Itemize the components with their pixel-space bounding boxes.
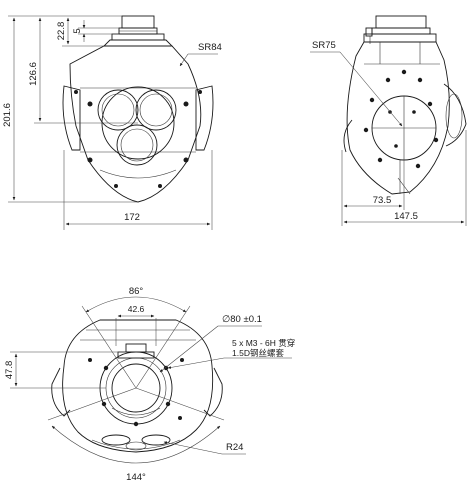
front-sphere-radius-label: SR84 <box>198 42 222 53</box>
front-small-dim-label: 5 <box>72 28 83 33</box>
bottom-lens-ports <box>101 434 171 451</box>
bottom-body-outline <box>51 319 223 453</box>
bottom-mount-ring <box>99 343 173 425</box>
side-sr75-callout: SR75 <box>310 40 403 127</box>
bottom-diameter-label: ∅80 ±0.1 <box>222 314 262 325</box>
side-lens-circle <box>371 95 437 161</box>
bottom-offset-label: 47.8 <box>4 361 15 380</box>
bottom-radius-label: R24 <box>226 442 243 453</box>
side-horizontal-dimensions: 73.5 147.5 <box>341 130 467 226</box>
bottom-top-angle-label: 86° <box>129 286 144 297</box>
front-width-dimension: 172 <box>63 150 213 230</box>
front-vertical-dimensions: 201.6 126.6 22.8 5 <box>2 15 138 203</box>
front-lens-cluster <box>97 86 177 166</box>
front-center-height-label: 126.6 <box>28 62 39 86</box>
bottom-bolt-holes <box>88 358 184 427</box>
front-view: SR84 201.6 126.6 22.8 5 172 <box>2 15 222 230</box>
bottom-hole-spacing-label: 42.6 <box>128 304 145 314</box>
side-sphere-radius-label: SR75 <box>312 40 336 51</box>
bottom-diameter-callout: ∅80 ±0.1 <box>159 314 262 373</box>
front-top-height-label: 22.8 <box>56 22 67 41</box>
side-width-label: 147.5 <box>394 211 418 222</box>
bottom-insert-spec-label: 1.5D钢丝螺套 <box>232 348 284 358</box>
front-sr84-callout: SR84 <box>179 42 222 67</box>
bottom-hole-spacing-dimension: 42.6 <box>115 304 157 346</box>
bottom-view: 86° 42.6 47.8 ∅80 ±0.1 5 x M3 - 6H 贯穿 1. <box>4 286 295 483</box>
side-body-outline <box>343 41 467 195</box>
bottom-lower-angle-label: 144° <box>126 472 146 483</box>
side-half-width-label: 73.5 <box>373 195 392 206</box>
front-bolt-holes <box>74 90 202 188</box>
front-top-mount <box>102 15 174 47</box>
bottom-thread-spec-label: 5 x M3 - 6H 贯穿 <box>232 338 295 348</box>
front-width-label: 172 <box>124 212 140 223</box>
bottom-thread-callout: 5 x M3 - 6H 贯穿 1.5D钢丝螺套 <box>167 338 295 369</box>
bottom-offset-dimension: 47.8 <box>4 351 126 389</box>
side-bolt-holes <box>363 69 439 169</box>
bottom-top-angle-dimension: 86° <box>81 286 191 389</box>
front-body-outline <box>62 45 214 203</box>
side-view: SR75 73.5 147.5 <box>310 15 467 226</box>
front-total-height-label: 201.6 <box>2 103 13 127</box>
bottom-lower-angle-dimension: 144° <box>47 387 225 483</box>
bottom-radius-callout: R24 <box>163 441 246 455</box>
side-top-mount <box>363 15 437 44</box>
